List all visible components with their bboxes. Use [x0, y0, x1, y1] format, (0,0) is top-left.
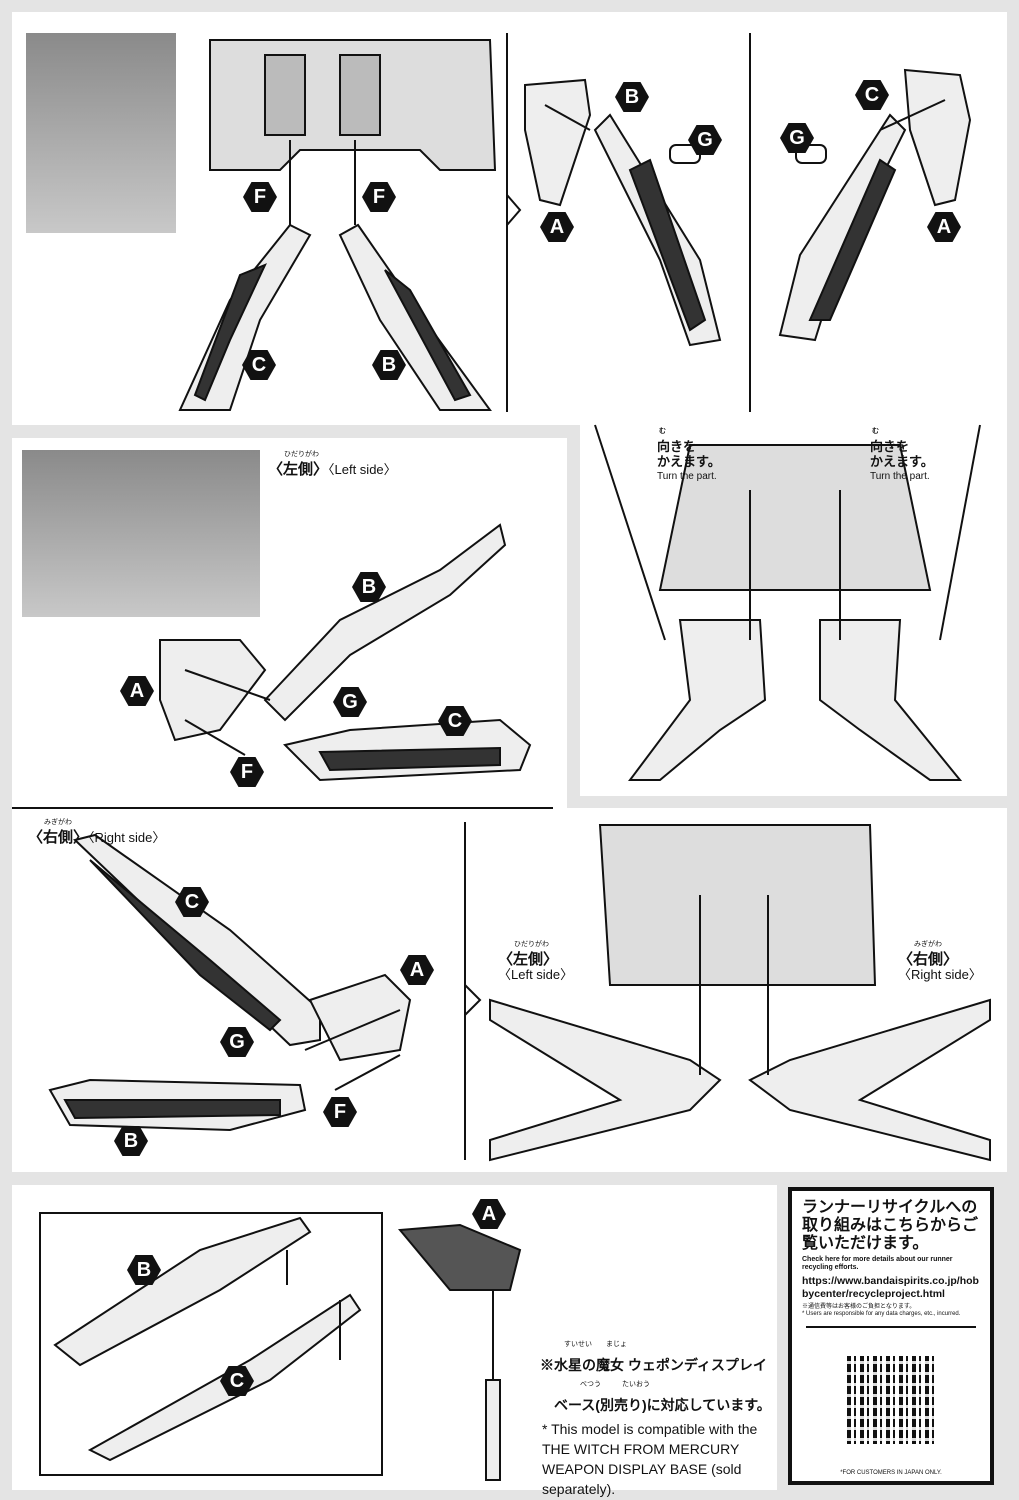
part-c — [778, 113, 907, 342]
divider — [806, 1326, 976, 1328]
left-side-label: ひだりがわ 〈左側〉〈Left side〉 — [268, 447, 397, 477]
ruby-text: ひだりがわ — [284, 451, 319, 458]
turn-jp: 向きを — [870, 439, 910, 454]
part-a — [398, 1223, 522, 1291]
turn-jp: かえます。 — [870, 454, 934, 469]
side-en: 〈Left side〉 — [328, 462, 397, 477]
part-label-a: A — [927, 212, 961, 242]
turn-jp: かえます。 — [657, 454, 721, 469]
side-jp: 〈右側〉 — [28, 829, 89, 846]
left-side-label: ひだりがわ 〈左側〉〈Left side〉 — [498, 937, 573, 982]
recycle-heading: ランナーリサイクルへの取り組みはこちらからご覧いただけます。 — [802, 1199, 979, 1252]
side-jp: 〈左側〉 — [268, 461, 329, 478]
part-b — [263, 523, 507, 722]
note-jp: ※水星の魔女 ウェポンディスプレイ — [540, 1357, 767, 1373]
right-side-label: みぎがわ 〈右側〉〈Right side〉 — [898, 937, 982, 982]
side-en: 〈Left side〉 — [498, 967, 574, 982]
side-jp: 〈右側〉 — [898, 951, 959, 968]
turn-en: Turn the part. — [870, 471, 930, 482]
turn-jp: 向きを — [657, 439, 697, 454]
part-label-g: G — [688, 125, 722, 155]
side-en: 〈Right side〉 — [88, 830, 166, 845]
ruby-text: ひだりがわ — [514, 941, 549, 948]
part-a — [308, 973, 412, 1062]
part-label-c: C — [175, 887, 209, 917]
turn-part-note: む 向きを かえます。 Turn the part. — [657, 424, 721, 484]
ruby-text: べつう たいおう — [580, 1381, 650, 1388]
qr-code-icon[interactable] — [847, 1356, 935, 1444]
part-label-g: G — [220, 1027, 254, 1057]
part-a — [524, 78, 592, 207]
inset-frame — [39, 1212, 383, 1476]
part-a — [159, 639, 267, 742]
side-jp: 〈左側〉 — [498, 951, 559, 968]
part-label-c: C — [220, 1366, 254, 1396]
turn-part-note: む 向きを かえます。 Turn the part. — [870, 424, 934, 484]
recycle-subtext: Check here for more details about our ru… — [802, 1256, 953, 1271]
ruby-text: む — [659, 428, 666, 435]
recycle-url-link[interactable]: https://www.bandaispirits.co.jp/hobbycen… — [802, 1275, 979, 1300]
model-photo-spread — [22, 450, 260, 617]
note-en: * This model is compatible with the THE … — [542, 1421, 758, 1497]
side-en: 〈Right side〉 — [898, 967, 982, 982]
part-label-a: A — [120, 676, 154, 706]
part-a — [903, 68, 972, 207]
recycle-footer: *FOR CUSTOMERS IN JAPAN ONLY. — [840, 1470, 942, 1476]
recycle-jp-note: ※通信費等はお客様のご負担となります。 — [802, 1304, 916, 1310]
note-jp: ベース(別売り)に対応しています。 — [554, 1397, 771, 1413]
ruby-text: みぎがわ — [44, 819, 72, 826]
turn-en: Turn the part. — [657, 471, 717, 482]
part-b — [53, 1216, 312, 1367]
right-side-label: みぎがわ 〈右側〉〈Right side〉 — [28, 815, 165, 845]
model-photo-back — [26, 33, 176, 233]
display-base-note: すいせい まじょ ※水星の魔女 ウェポンディスプレイ べつう たいおう ベース(… — [540, 1335, 775, 1499]
runner-recycle-box: ランナーリサイクルへの取り組みはこちらからご覧いただけます。 Check her… — [788, 1187, 994, 1485]
part-label-b: B — [127, 1255, 161, 1285]
ruby-text: みぎがわ — [914, 941, 942, 948]
part-c — [72, 833, 321, 1047]
ruby-text: すいせい まじょ — [564, 1341, 627, 1348]
part-label-a: A — [540, 212, 574, 242]
recycle-en-note: * Users are responsible for any data cha… — [802, 1311, 961, 1317]
part-label-c: C — [855, 80, 889, 110]
ruby-text: む — [872, 428, 879, 435]
part-label-b: B — [615, 82, 649, 112]
part-label-g: G — [780, 123, 814, 153]
